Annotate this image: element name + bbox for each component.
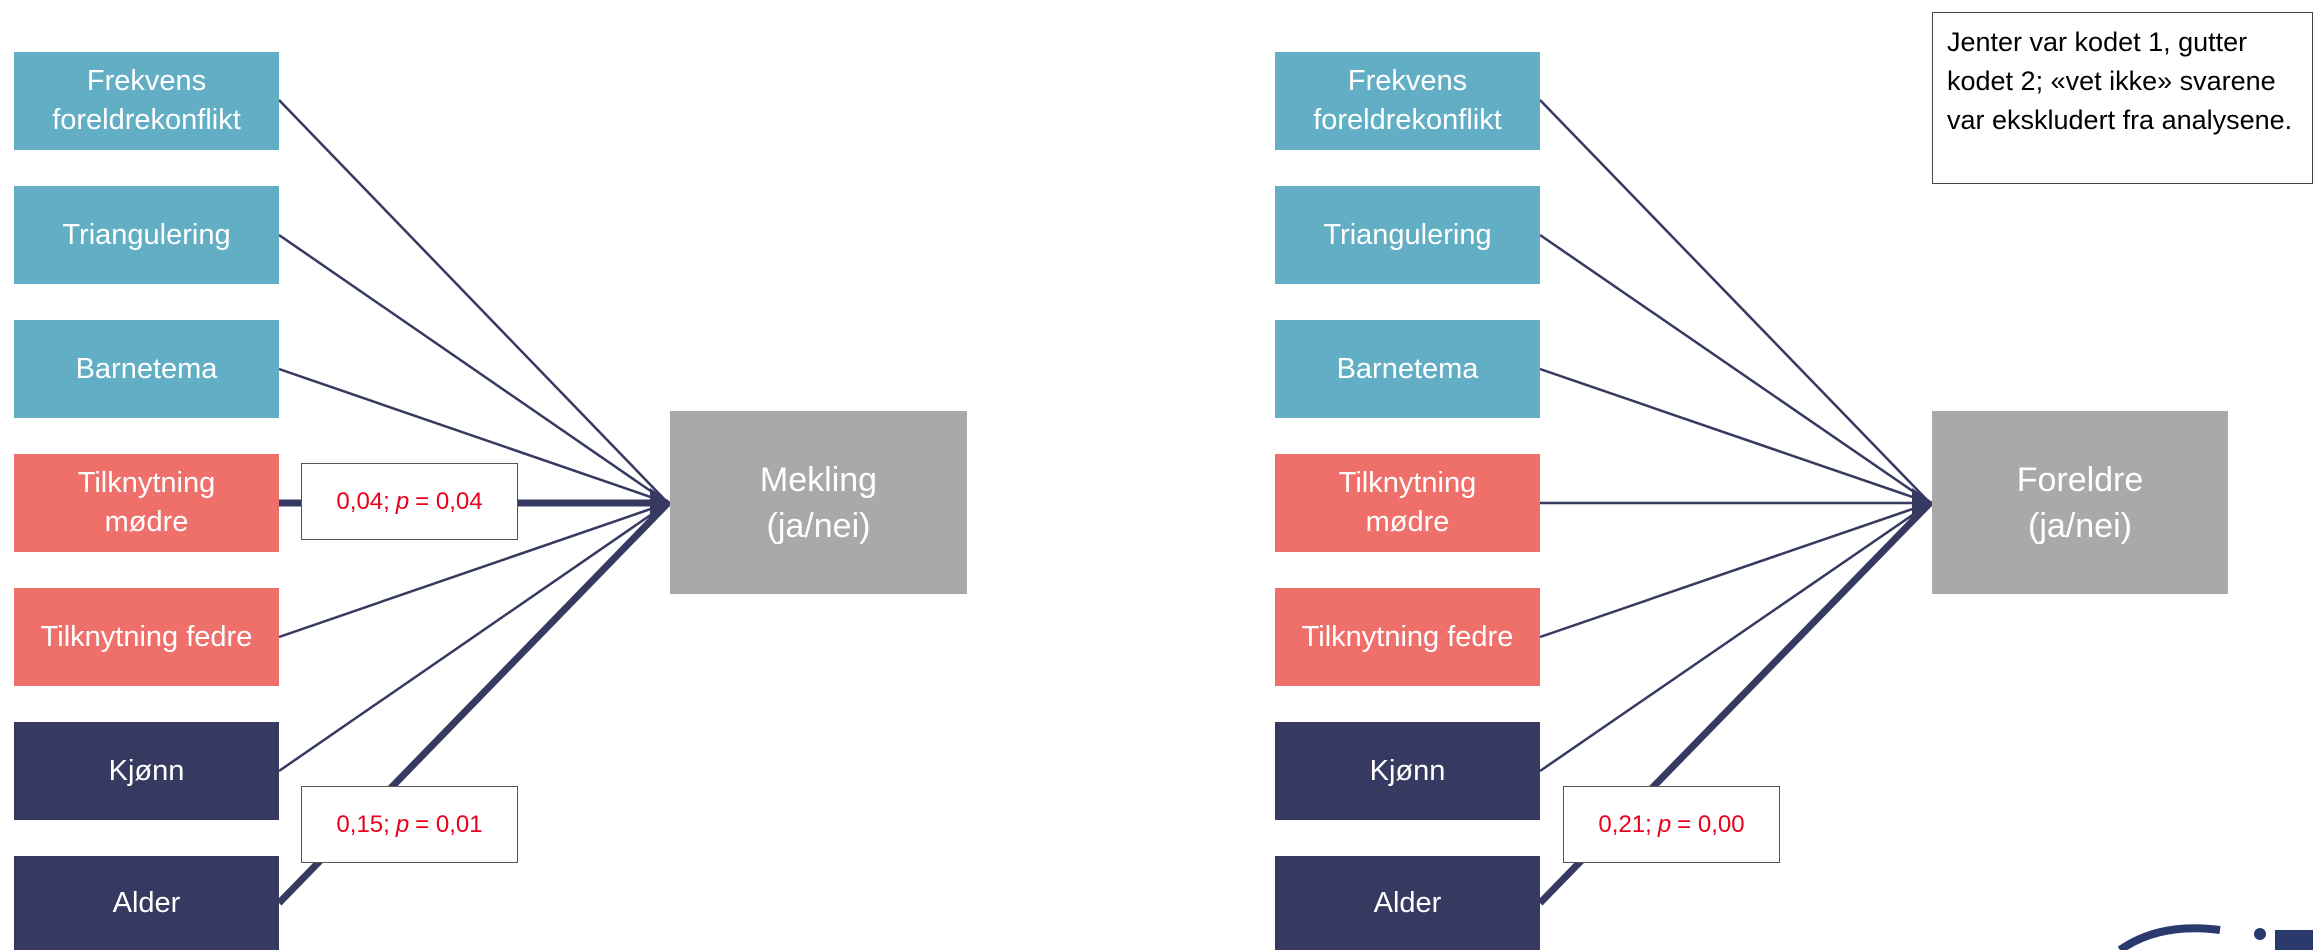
left-effect-1-p-symbol: p xyxy=(395,810,410,838)
left-predictor-barnetema: Barnetema xyxy=(14,320,279,418)
right-outcome-foreldre: Foreldre (ja/nei) xyxy=(1932,411,2228,594)
left-predictor-kjonn: Kjønn xyxy=(14,722,279,820)
right-predictor-triangulering: Triangulering xyxy=(1275,186,1540,284)
right-predictor-alder-label: Alder xyxy=(1373,886,1442,919)
left-outcome-mekling: Mekling (ja/nei) xyxy=(670,411,967,594)
arrowhead-mekling xyxy=(650,488,672,518)
right-predictor-kjonn-label: Kjønn xyxy=(1369,754,1446,787)
right-predictor-tilknytning-modre: Tilknytning mødre xyxy=(1275,454,1540,552)
left-effect-label-tilknytning-modre: 0,04;p= 0,04 xyxy=(301,463,518,540)
path-frekvens-foreldre xyxy=(1539,99,1931,504)
path-tilknytning-fedre-mekling xyxy=(278,501,669,639)
left-predictor-barnetema-label: Barnetema xyxy=(75,352,218,385)
right-effect-0-p-symbol: p xyxy=(1657,810,1672,838)
left-effect-0-estimate: 0,04; xyxy=(336,487,390,515)
path-triangulering-foreldre xyxy=(1539,233,1931,505)
left-predictor-triangulering-label: Triangulering xyxy=(62,218,231,251)
arrowhead-foreldre xyxy=(1912,488,1934,518)
path-barnetema-mekling xyxy=(278,367,669,505)
right-predictor-tilknytning-fedre-label: Tilknytning fedre xyxy=(1301,620,1514,653)
coding-note-text: Jenter var kodet 1, gutter kodet 2; «vet… xyxy=(1947,27,2293,135)
path-kjonn-foreldre xyxy=(1539,501,1931,773)
left-predictor-tilknytning-fedre: Tilknytning fedre xyxy=(14,588,279,686)
left-predictor-frekvens: Frekvens foreldrekonflikt xyxy=(14,52,279,150)
logo-fragment-icon xyxy=(2117,924,2313,950)
right-predictor-barnetema-label: Barnetema xyxy=(1336,352,1479,385)
left-effect-0-p-value: = 0,04 xyxy=(415,487,483,515)
path-frekvens-mekling xyxy=(278,99,669,504)
path-tilknytning-fedre-foreldre xyxy=(1539,501,1931,639)
right-predictor-frekvens: Frekvens foreldrekonflikt xyxy=(1275,52,1540,150)
right-predictor-kjonn: Kjønn xyxy=(1275,722,1540,820)
right-effect-0-p-value: = 0,00 xyxy=(1677,810,1745,838)
right-predictor-tilknytning-fedre: Tilknytning fedre xyxy=(1275,588,1540,686)
path-barnetema-foreldre xyxy=(1539,367,1931,505)
right-outcome-label: Foreldre (ja/nei) xyxy=(2016,460,2144,545)
left-effect-1-p-value: = 0,01 xyxy=(415,810,483,838)
left-predictor-alder: Alder xyxy=(14,856,279,950)
right-predictor-alder: Alder xyxy=(1275,856,1540,950)
coding-note: Jenter var kodet 1, gutter kodet 2; «vet… xyxy=(1932,12,2313,184)
right-predictor-triangulering-label: Triangulering xyxy=(1323,218,1492,251)
left-effect-1-estimate: 0,15; xyxy=(336,810,390,838)
left-predictor-tilknytning-modre: Tilknytning mødre xyxy=(14,454,279,552)
path-kjonn-mekling xyxy=(278,501,669,773)
left-effect-0-p-symbol: p xyxy=(395,487,410,515)
left-predictor-tilknytning-modre-label: Tilknytning mødre xyxy=(77,467,216,538)
right-effect-0-estimate: 0,21; xyxy=(1598,810,1652,838)
left-predictor-kjonn-label: Kjønn xyxy=(108,754,185,787)
left-outcome-label: Mekling (ja/nei) xyxy=(759,460,878,545)
right-effect-label-alder: 0,21;p= 0,00 xyxy=(1563,786,1780,863)
path-triangulering-mekling xyxy=(278,233,669,505)
right-predictor-frekvens-label: Frekvens foreldrekonflikt xyxy=(1313,65,1502,136)
right-predictor-tilknytning-modre-label: Tilknytning mødre xyxy=(1338,467,1477,538)
left-predictor-triangulering: Triangulering xyxy=(14,186,279,284)
left-predictor-alder-label: Alder xyxy=(112,886,181,919)
left-predictor-frekvens-label: Frekvens foreldrekonflikt xyxy=(52,65,241,136)
right-predictor-barnetema: Barnetema xyxy=(1275,320,1540,418)
left-effect-label-alder: 0,15;p= 0,01 xyxy=(301,786,518,863)
left-predictor-tilknytning-fedre-label: Tilknytning fedre xyxy=(40,620,253,653)
